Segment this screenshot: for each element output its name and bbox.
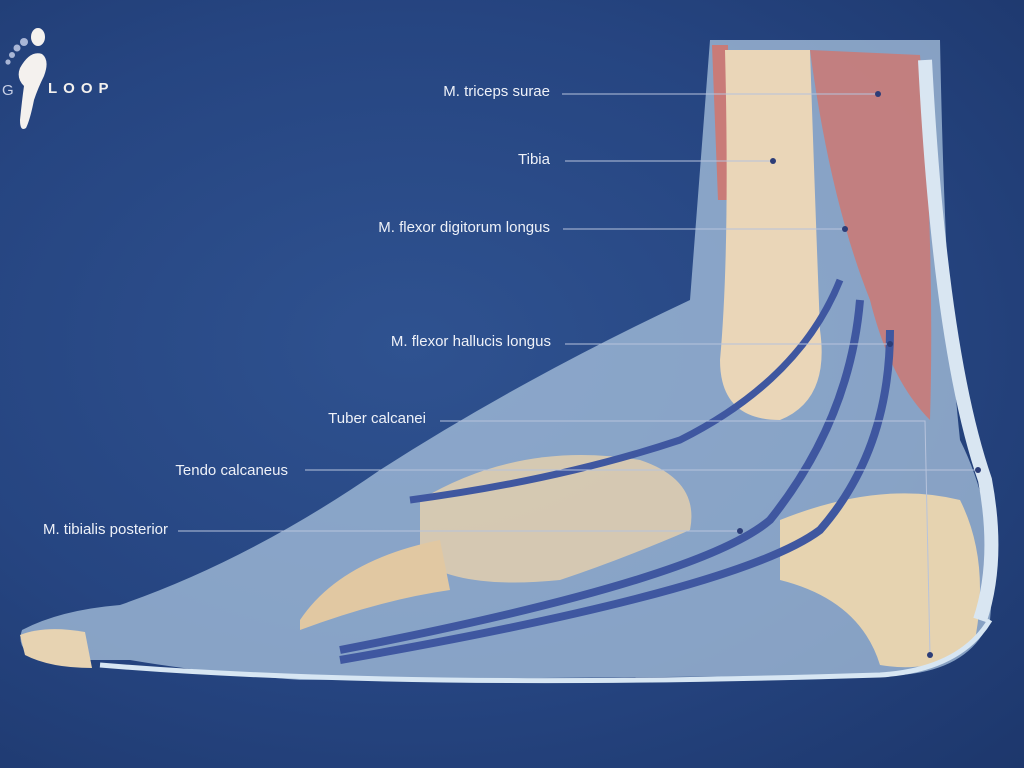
label-tibialis-posterior: M. tibialis posterior <box>42 521 168 538</box>
logo-letter: G <box>2 82 17 99</box>
leader-lines <box>178 93 978 656</box>
footprint-icon <box>5 28 47 129</box>
label-flexor-digitorum-longus: M. flexor digitorum longus <box>378 219 550 236</box>
label-tuber-calcanei: Tuber calcanei <box>328 410 426 427</box>
leader-dots <box>737 91 981 658</box>
label-triceps-surae: M. triceps surae <box>443 83 550 100</box>
logo-text: LOOP <box>48 80 115 97</box>
label-tendo-calcaneus: Tendo calcaneus <box>175 462 288 479</box>
label-tibia: Tibia <box>518 151 550 168</box>
label-flexor-hallucis-longus: M. flexor hallucis longus <box>390 333 551 350</box>
brand-logo: G LOOP <box>0 20 140 140</box>
